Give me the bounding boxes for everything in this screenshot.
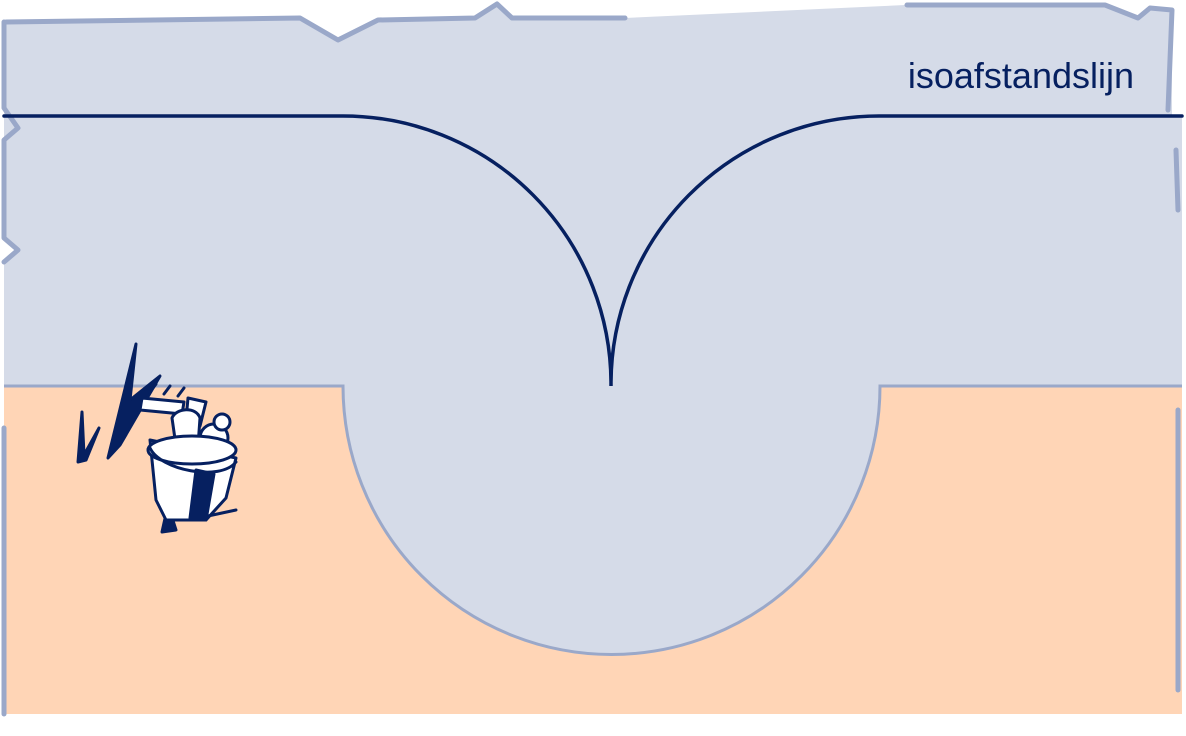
water-area [4, 4, 1182, 655]
bucket-and-spade-icon [76, 342, 238, 534]
frame-edges [1, 1, 1181, 717]
sand-area [4, 386, 1182, 714]
isodistance-line [2, 114, 1184, 387]
isodistance-label: isoafstandslijn [908, 55, 1134, 96]
shoreline [4, 384, 1182, 656]
